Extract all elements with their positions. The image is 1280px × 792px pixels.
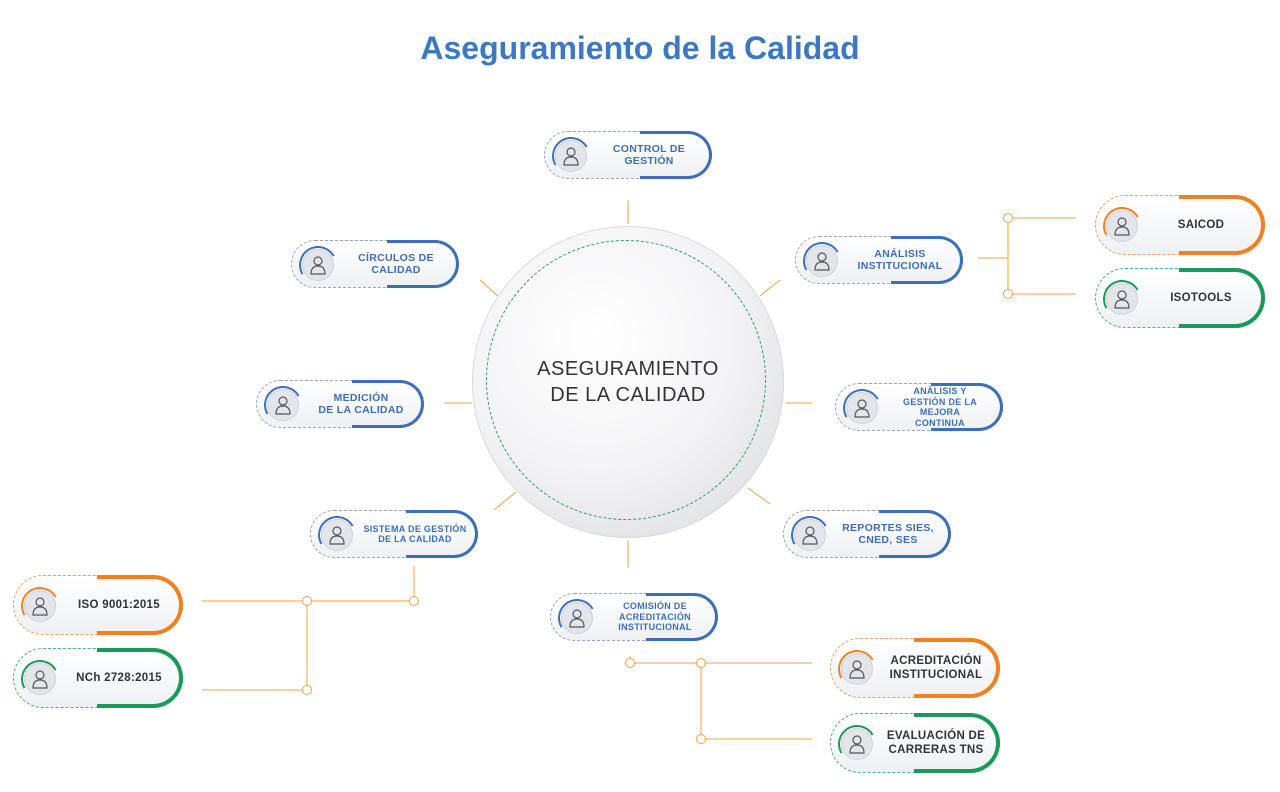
node-label: CONTROL DE GESTIÓN [612,143,686,167]
spoke-sistema [493,491,517,511]
person-icon [294,241,342,289]
junction-dot [302,685,312,695]
node-label: ACREDITACIÓN INSTITUCIONAL [889,655,983,681]
node-label: NCh 2728:2015 [76,672,162,684]
node-label: ISO 9001:2015 [78,599,160,611]
junction-dot [696,658,706,668]
node-isotools[interactable]: ISOTOOLS [1095,268,1265,328]
spoke-reportes [747,487,771,505]
node-analisis-institucional[interactable]: ANÁLISIS INSTITUCIONAL [795,236,963,285]
person-icon [547,132,595,180]
spoke-circulos [479,279,501,299]
person-icon [16,582,64,630]
node-label: EVALUACIÓN DE CARRERAS TNS [886,730,986,756]
node-label: ANÁLISIS Y GESTIÓN DE LA MEJORA CONTINUA [903,386,977,428]
junction-dot [625,658,635,668]
person-icon [313,511,361,559]
node-label: MEDICIÓN DE LA CALIDAD [318,392,404,416]
node-comision[interactable]: COMISIÓN DE ACREDITACIÓN INSTITUCIONAL [550,593,718,642]
person-icon [833,645,881,693]
junction-dot [1003,213,1013,223]
node-label: ANÁLISIS INSTITUCIONAL [857,248,943,272]
junction-dot [302,596,312,606]
node-evaluacion[interactable]: EVALUACIÓN DE CARRERAS TNS [830,713,1000,773]
node-control-gestion[interactable]: CONTROL DE GESTIÓN [544,131,712,180]
node-analisis-mejora[interactable]: ANÁLISIS Y GESTIÓN DE LA MEJORA CONTINUA [835,383,1003,432]
diagram-title: Aseguramiento de la Calidad [420,30,860,66]
node-label: CÍRCULOS DE CALIDAD [358,252,434,276]
node-reportes[interactable]: REPORTES SIES, CNED, SES [783,510,951,559]
person-icon [798,237,846,285]
person-icon [16,655,64,703]
center-label: ASEGURAMIENTO DE LA CALIDAD [537,358,719,406]
node-label: SAICOD [1177,219,1225,231]
junction-dot [1003,289,1013,299]
person-icon [259,381,307,429]
person-icon [1098,275,1146,323]
node-label: COMISIÓN DE ACREDITACIÓN INSTITUCIONAL [618,601,692,633]
node-sistema-gestion[interactable]: SISTEMA DE GESTIÓN DE LA CALIDAD [310,510,478,559]
node-iso9001[interactable]: ISO 9001:2015 [13,575,183,635]
junction-dot [409,596,419,606]
center-dashed-ring [486,240,766,520]
person-icon [1098,202,1146,250]
node-label: SISTEMA DE GESTIÓN DE LA CALIDAD [363,523,467,545]
spoke-analisis [759,279,781,297]
center-circle: ASEGURAMIENTO DE LA CALIDAD [472,226,784,538]
person-icon [553,594,601,642]
node-acreditacion[interactable]: ACREDITACIÓN INSTITUCIONAL [830,638,1000,698]
junction-dot [696,734,706,744]
person-icon [786,511,834,559]
node-circulos-calidad[interactable]: CÍRCULOS DE CALIDAD [291,240,459,289]
person-icon [838,384,886,432]
node-label: ISOTOOLS [1170,292,1232,304]
node-medicion-calidad[interactable]: MEDICIÓN DE LA CALIDAD [256,380,424,429]
node-nch2728[interactable]: NCh 2728:2015 [13,648,183,708]
node-saicod[interactable]: SAICOD [1095,195,1265,255]
person-icon [833,720,881,768]
node-label: REPORTES SIES, CNED, SES [842,522,934,546]
